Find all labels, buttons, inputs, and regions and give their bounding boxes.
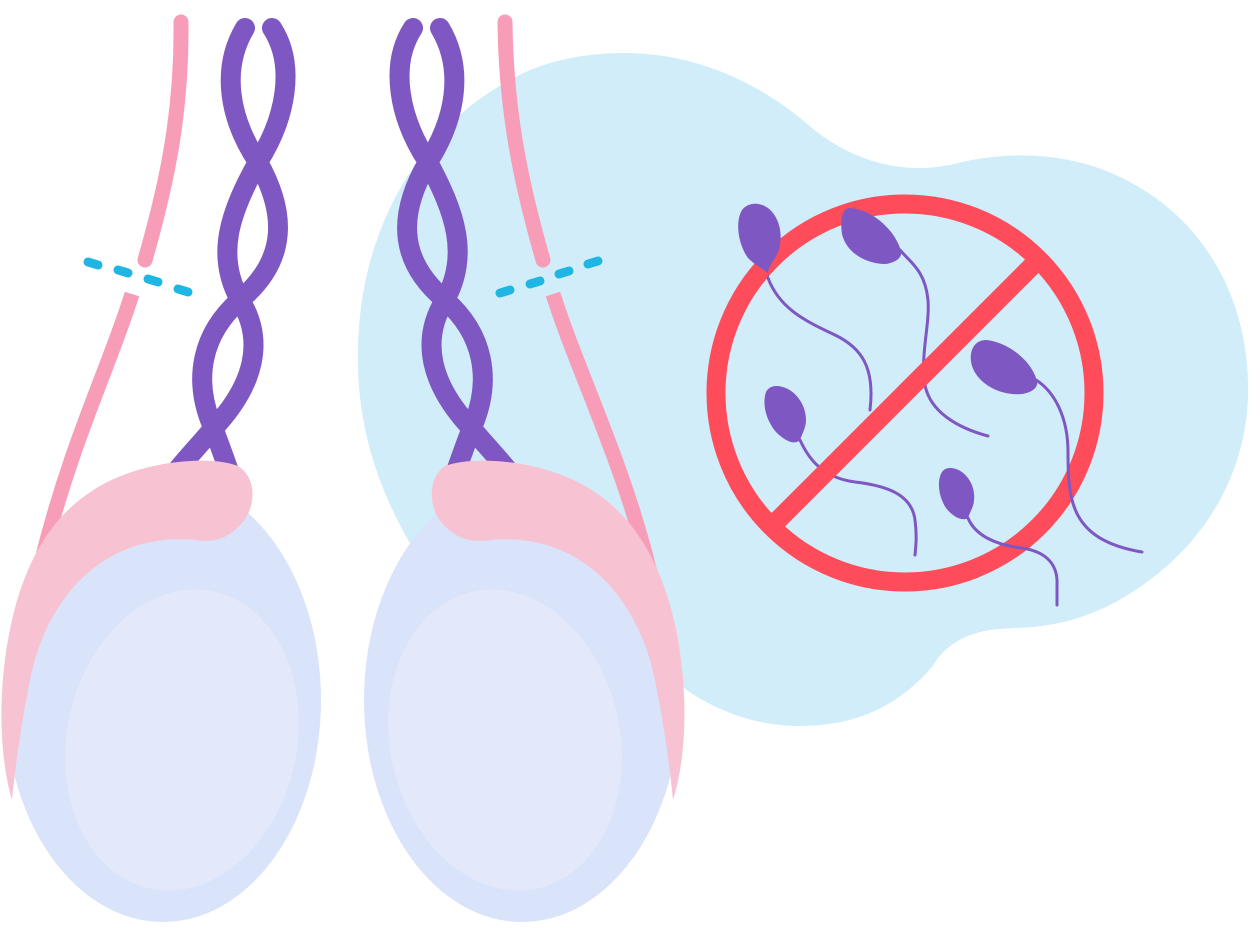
right-testicle-highlight [388,589,622,891]
right-spermatic-cord [389,18,527,492]
left-spermatic-cord [158,18,296,492]
right-vas-deferens-upper [497,14,551,268]
sperm-cell-icon [738,203,1144,607]
left-vas-deferens-upper [137,14,189,268]
left-testicle-highlight [65,589,299,891]
no-sperm-symbol [706,194,1144,607]
no-entry-circle-icon [706,194,1104,592]
left-cut-line [83,257,193,297]
right-epididymis [431,460,685,800]
left-epididymis [1,460,253,800]
no-entry-bar [768,256,1042,530]
right-cut-line [495,256,603,298]
